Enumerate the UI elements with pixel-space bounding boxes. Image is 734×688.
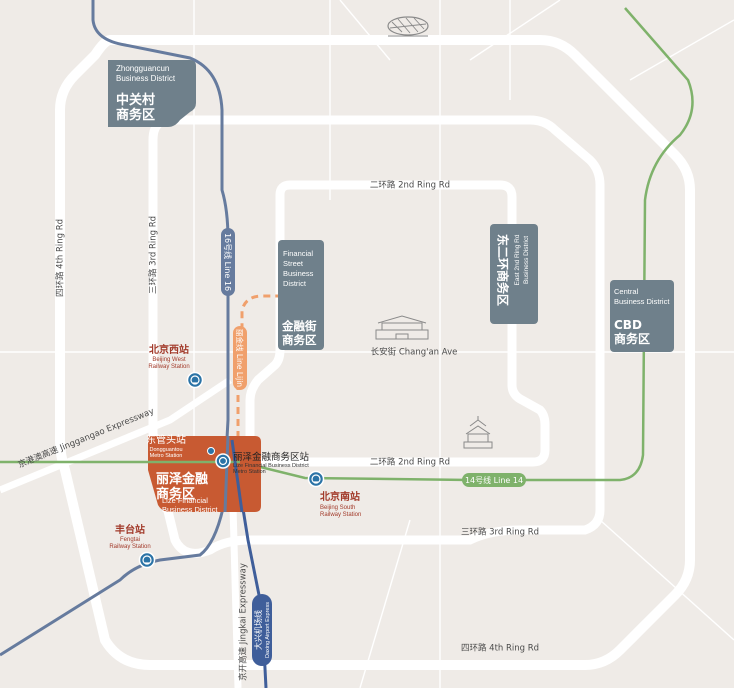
ring2-top-label: 二环路 2nd Ring Rd bbox=[370, 180, 450, 191]
lize-line-route bbox=[236, 294, 292, 450]
railway-station-icon bbox=[186, 371, 204, 389]
beijing-south-cn: 北京南站 bbox=[320, 490, 360, 503]
dongguantou-cn: 东管头站 bbox=[146, 433, 186, 446]
financial-street-cn: 金融街商务区 bbox=[281, 319, 317, 347]
jingkai-label: 京开高速 Jingkai Expressway bbox=[238, 563, 249, 681]
second-ring-road bbox=[245, 180, 550, 467]
tiananmen-icon bbox=[375, 315, 429, 340]
ring3-bottom-label: 三环路 3rd Ring Rd bbox=[461, 527, 539, 538]
ring2-bottom-label: 二环路 2nd Ring Rd bbox=[370, 457, 450, 468]
temple-of-heaven-icon bbox=[463, 416, 493, 449]
fengtai-cn: 丰台站 bbox=[115, 523, 145, 536]
ring4-bottom-label: 四环路 4th Ring Rd bbox=[461, 643, 539, 654]
jinggangao-expressway bbox=[0, 377, 232, 494]
zhongguancun-cn: 中关村商务区 bbox=[116, 92, 155, 123]
line14-label-text: 14号线 Line 14 bbox=[465, 475, 523, 485]
daxing-label-en: Daxing Airport Express bbox=[265, 602, 271, 658]
line16-route bbox=[91, 0, 230, 476]
changan-label: 长安街 Chang'an Ave bbox=[371, 347, 458, 358]
dongguantou-marker bbox=[207, 447, 215, 455]
lize-station-cn: 丽泽金融商务区站 bbox=[233, 451, 310, 463]
daxing-overlay bbox=[230, 439, 244, 513]
line14-route bbox=[0, 7, 694, 482]
ring4-left-label: 四环路 4th Ring Rd bbox=[55, 219, 66, 297]
birds-nest-icon bbox=[387, 16, 429, 37]
line14-label: 14号线 Line 14 bbox=[462, 473, 526, 487]
fourth-ring-road bbox=[55, 35, 695, 670]
metro-station-icon bbox=[215, 453, 231, 469]
railway-station-icon bbox=[138, 551, 156, 569]
railway-station-icon bbox=[307, 470, 325, 488]
lize-line-label: 丽金线 Line Lijin bbox=[233, 326, 247, 390]
lize-cn: 丽泽金融商务区 bbox=[156, 471, 208, 502]
beijing-west-cn: 北京西站 bbox=[149, 343, 189, 356]
line16-overlay bbox=[223, 435, 230, 513]
line16-label-text: 16号线 Line 16 bbox=[223, 233, 233, 291]
daxing-label: 大兴机场线 Daxing Airport Express bbox=[252, 594, 272, 666]
daxing-label-cn: 大兴机场线 bbox=[253, 610, 263, 650]
lize-line-label-text: 丽金线 Line Lijin bbox=[235, 329, 245, 387]
ring3-left-label: 三环路 3rd Ring Rd bbox=[148, 216, 159, 294]
line16-label: 16号线 Line 16 bbox=[221, 228, 235, 296]
east-2nd-ring-cn: 东二环商务区 bbox=[496, 234, 511, 306]
lize-metro-station[interactable]: 丽泽金融商务区站 Lize Financial Business Distric… bbox=[215, 451, 310, 475]
